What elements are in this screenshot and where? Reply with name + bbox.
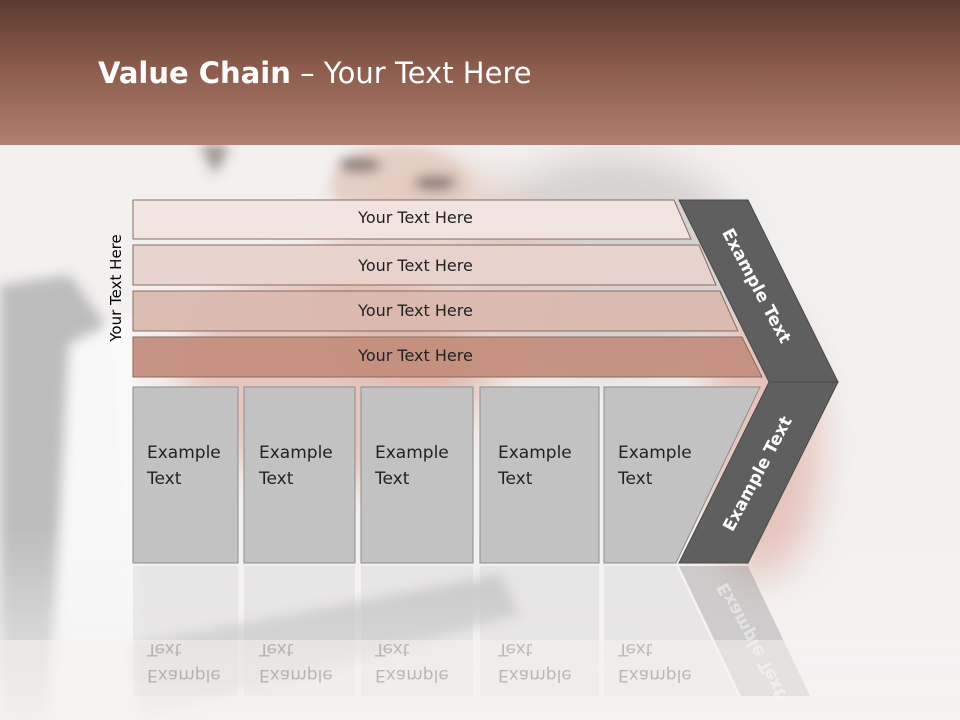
support-row-3-label: Your Text Here [358, 301, 473, 320]
primary-cell-1[interactable] [132, 386, 239, 564]
header-banner [0, 0, 960, 145]
support-row-4-label: Your Text Here [358, 346, 473, 365]
support-row-1-label: Your Text Here [358, 208, 473, 227]
primary-cell-4[interactable] [479, 386, 600, 564]
primary-cell-2[interactable] [243, 386, 356, 564]
support-row-4[interactable] [132, 336, 763, 378]
primary-cell-3[interactable] [360, 386, 474, 564]
margin-chevron-lower[interactable] [678, 381, 839, 564]
side-label: Your Text Here [107, 234, 125, 342]
support-row-2-label: Your Text Here [358, 256, 473, 275]
support-row-1[interactable] [132, 199, 692, 240]
title-rest: – Your Text Here [290, 56, 532, 90]
support-row-3[interactable] [132, 290, 739, 332]
title-bold: Value Chain [98, 56, 291, 90]
support-row-2[interactable] [132, 244, 717, 286]
primary-cell-5[interactable] [603, 386, 761, 564]
slide-title[interactable]: Value Chain – Your Text Here [98, 56, 532, 90]
